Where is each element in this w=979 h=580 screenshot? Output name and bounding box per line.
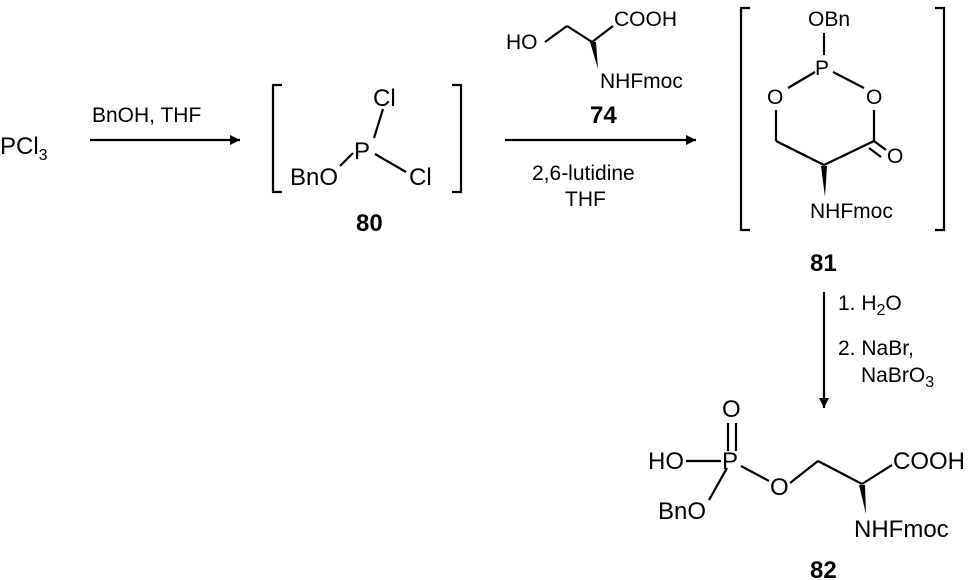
compound-81: OBn P O O O NHFmoc 81 xyxy=(739,6,946,277)
bond-ca-cooh xyxy=(591,25,614,43)
atom-nhfmoc: NHFmoc xyxy=(810,200,893,223)
atom-ho: HO xyxy=(506,31,538,54)
compound-number-82: 82 xyxy=(810,557,837,580)
bond-ch2-ca xyxy=(566,25,593,43)
bracket-right xyxy=(935,6,946,232)
atom-o-left: O xyxy=(767,86,783,109)
wedge-bond-ca-n xyxy=(859,485,866,514)
atom-o-ester: O xyxy=(770,474,789,501)
wedge-bond-ca-n xyxy=(821,166,827,197)
atom-cooh: COOH xyxy=(614,8,677,31)
bond-p-o-right xyxy=(832,71,865,89)
atom-nhfmoc: NHFmoc xyxy=(854,516,949,543)
step-3-line-2: 2. NaBr, xyxy=(838,337,914,360)
step-2-line-1: 2,6-lutidine xyxy=(532,162,635,185)
atom-cl-right: Cl xyxy=(409,164,432,191)
compound-74: HO COOH NHFmoc 74 xyxy=(506,8,683,129)
atom-bno: BnO xyxy=(290,164,338,191)
compound-number-80: 80 xyxy=(356,210,383,237)
step-3-line-3: NaBrO3 xyxy=(861,364,934,391)
bond-c-o-double-1 xyxy=(873,140,887,151)
compound-80: Cl P BnO Cl 80 xyxy=(271,83,463,237)
step-3-line-1: 1. H2O xyxy=(838,292,902,319)
step-1-reagents: BnOH, THF xyxy=(92,104,201,127)
step-2-line-2: THF xyxy=(565,188,606,211)
atom-cl-top: Cl xyxy=(373,85,396,112)
bond-p-o xyxy=(339,152,354,167)
bracket-left xyxy=(271,83,282,194)
bond-p-o-ester xyxy=(740,465,770,482)
bond-p-obn xyxy=(708,467,728,501)
compound-number-74: 74 xyxy=(590,102,617,129)
pcl3-label: PCl3 xyxy=(0,133,48,164)
wedge-bond-ca-n xyxy=(590,42,598,69)
bond-c-o-double-2 xyxy=(868,147,882,158)
atom-bno: BnO xyxy=(658,498,706,525)
bond-p-cl-right xyxy=(374,153,407,173)
atom-p: P xyxy=(815,57,829,80)
bond-ho-ch2 xyxy=(544,25,568,43)
compound-number-81: 81 xyxy=(810,250,837,277)
atom-ho: HO xyxy=(648,448,684,475)
bond-ca-cooh xyxy=(861,464,893,485)
bond-ch2-ca xyxy=(775,140,825,166)
bond-o-ch2 xyxy=(789,460,819,484)
atom-nhfmoc: NHFmoc xyxy=(600,70,683,93)
svg-text:PCl3: PCl3 xyxy=(0,133,48,164)
bracket-left xyxy=(739,6,750,232)
atom-p: P xyxy=(354,138,370,165)
step-3-conditions: 1. H2O 2. NaBr, NaBrO3 xyxy=(838,292,934,391)
atom-o-carbonyl: O xyxy=(887,145,903,168)
compound-82: O HO P O BnO COOH NHFmoc 82 xyxy=(648,396,965,580)
atom-obn: OBn xyxy=(808,8,850,31)
bond-p-o-left xyxy=(787,71,816,89)
atom-cooh: COOH xyxy=(893,448,965,475)
bracket-right xyxy=(452,83,463,194)
atom-o-top: O xyxy=(722,396,741,423)
atom-o-right: O xyxy=(866,86,882,109)
bond-ch2-ca xyxy=(817,460,863,485)
bond-ca-co xyxy=(823,140,875,166)
bond-p-cl-top xyxy=(372,108,385,139)
